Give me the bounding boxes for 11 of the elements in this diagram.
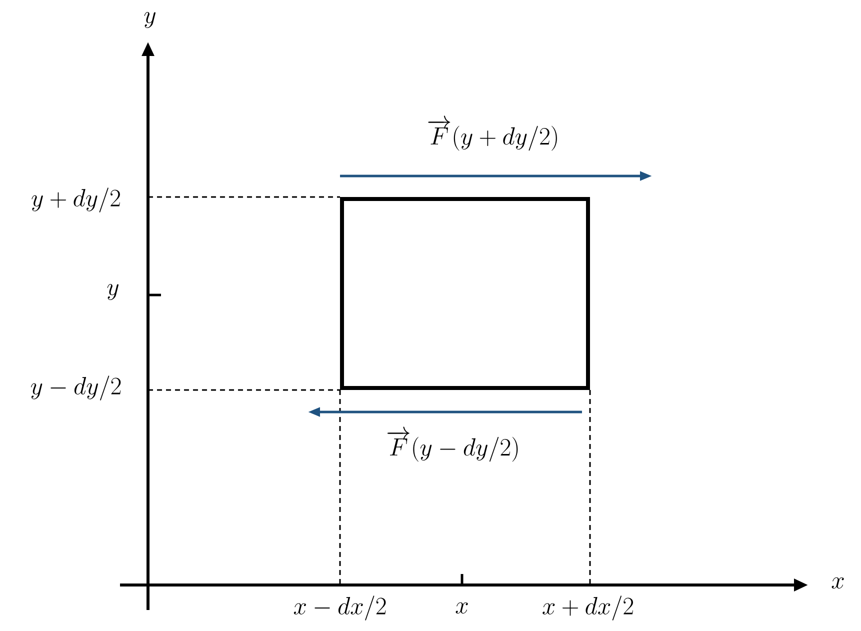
tick-label: $y$ bbox=[107, 284, 119, 300]
axis-label: $x$ bbox=[832, 577, 844, 589]
force-label: $\overrightarrow{F}(y + dy/2)$ bbox=[428, 116, 557, 151]
tick-label: $x$ bbox=[456, 602, 468, 614]
tick-label: $x - dx/2$ bbox=[294, 596, 386, 620]
tick-label: $x + dx/2$ bbox=[542, 596, 634, 620]
element-box bbox=[340, 197, 590, 390]
axis-label: $y$ bbox=[144, 12, 156, 28]
tick-label: $y - dy/2$ bbox=[30, 376, 121, 400]
force-label: $\overrightarrow{F}(y - dy/2)$ bbox=[387, 426, 518, 462]
tick-label: $y + dy/2$ bbox=[32, 188, 120, 212]
